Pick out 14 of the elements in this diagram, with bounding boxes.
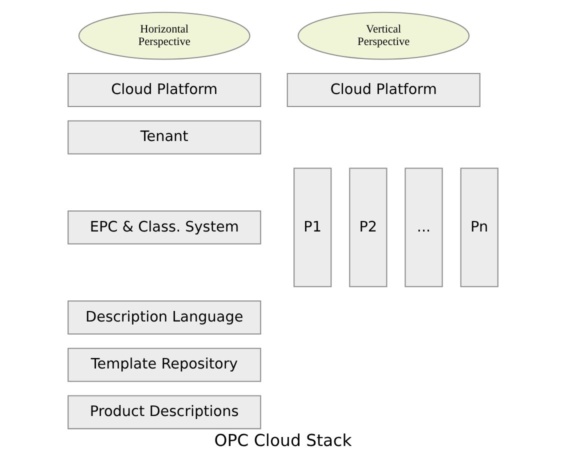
- node-box: P1: [293, 168, 332, 288]
- node-box: ...: [404, 168, 442, 288]
- node-box: EPC & Class. System: [67, 210, 261, 244]
- node-box: P2: [348, 168, 387, 288]
- node-box: Description Language: [67, 300, 261, 334]
- node-box: Cloud Platform: [286, 73, 480, 107]
- node-box: Pn: [460, 168, 498, 288]
- node-box: Product Descriptions: [67, 395, 261, 430]
- node-ellipse: Horizontal Perspective: [78, 12, 250, 60]
- node-box: Tenant: [67, 120, 261, 154]
- caption: OPC Cloud Stack: [214, 430, 352, 450]
- node-ellipse: Vertical Perspective: [297, 12, 470, 60]
- node-box: Cloud Platform: [67, 73, 261, 107]
- node-box: Template Repository: [67, 348, 261, 382]
